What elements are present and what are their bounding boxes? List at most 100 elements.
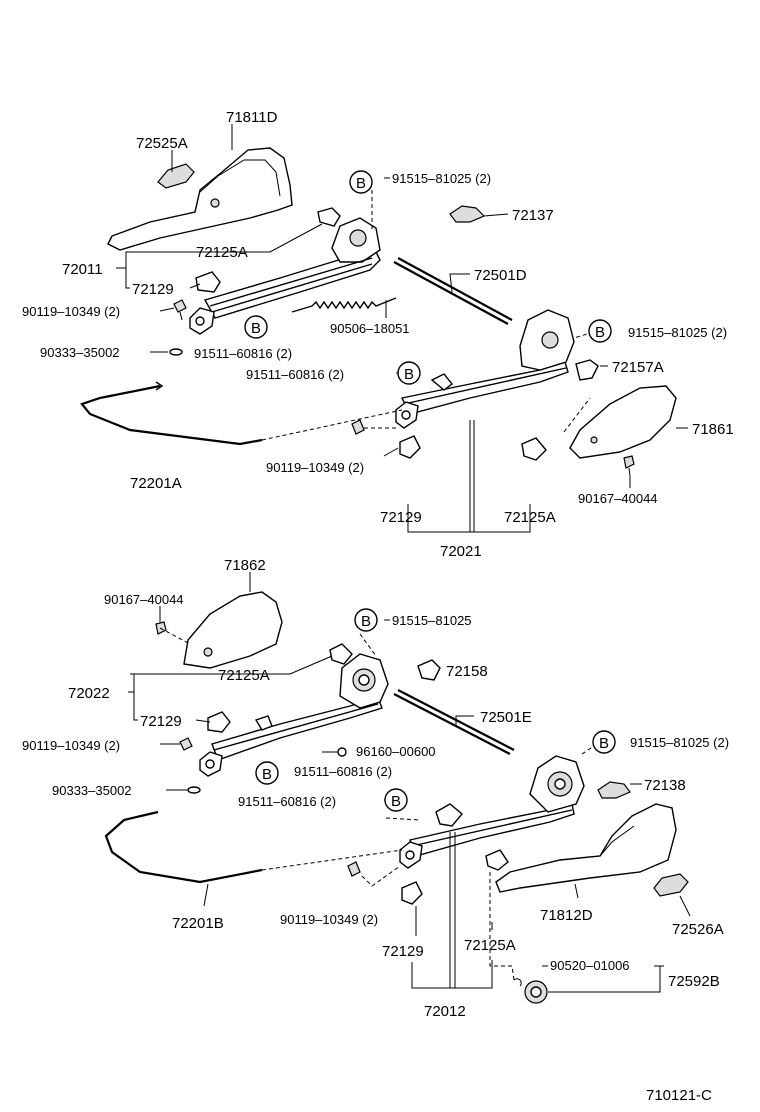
part-72201A-bar xyxy=(80,381,263,446)
label-72201B: 72201B xyxy=(172,915,224,932)
part-71862-cover xyxy=(183,591,283,669)
label-71811D: 71811D xyxy=(226,109,278,126)
part-72129-bracket-a xyxy=(195,271,221,293)
part-90506-spring xyxy=(291,297,397,313)
part-72137-lever xyxy=(449,205,509,223)
label-72125A-d: 72125A xyxy=(464,937,516,954)
svg-text:B: B xyxy=(599,735,609,752)
label-90119-10349-2-b: 90119–10349 (2) xyxy=(266,460,364,475)
label-72129-c: 72129 xyxy=(140,713,182,730)
label-91515-81025-a: 91515–81025 xyxy=(392,613,472,628)
callout-b-8: B xyxy=(384,788,408,812)
label-72501E: 72501E xyxy=(480,709,532,726)
label-72011: 72011 xyxy=(62,261,103,278)
part-72129-bracket-b xyxy=(399,435,421,459)
part-71812D-cover xyxy=(495,803,677,893)
label-90520-01006: 90520–01006 xyxy=(550,958,630,973)
part-72125A-bracket-d xyxy=(485,849,509,871)
label-71862: 71862 xyxy=(224,557,266,574)
svg-text:B: B xyxy=(404,366,414,383)
leader-lines-upper xyxy=(116,124,688,533)
label-91515-81025-2-c: 91515–81025 (2) xyxy=(630,735,729,750)
part-72021-track xyxy=(395,309,575,429)
part-72157A-clip xyxy=(575,359,599,381)
svg-text:B: B xyxy=(361,613,371,630)
label-90119-10349-2-c: 90119–10349 (2) xyxy=(22,738,120,753)
label-90333-35002-a: 90333–35002 xyxy=(40,345,120,360)
part-90167-screw-a xyxy=(623,455,635,477)
svg-text:B: B xyxy=(391,793,401,810)
label-72125A-b: 72125A xyxy=(504,509,556,526)
label-72201A: 72201A xyxy=(130,475,182,492)
part-90119-bolt-a xyxy=(173,299,187,321)
label-72501D: 72501D xyxy=(474,267,527,284)
label-91511-60816-2-b: 91511–60816 (2) xyxy=(246,367,344,382)
callout-b-3: B xyxy=(588,319,612,343)
callout-b-1: B xyxy=(349,170,373,194)
callout-b-2: B xyxy=(244,315,268,339)
callout-b-4: B xyxy=(397,361,421,385)
label-72592B: 72592B xyxy=(668,973,720,990)
label-72021: 72021 xyxy=(440,543,482,560)
part-72012-track xyxy=(399,755,585,869)
part-72129-bracket-d xyxy=(401,881,423,905)
label-72137: 72137 xyxy=(512,207,554,224)
label-90333-35002-b: 90333–35002 xyxy=(52,783,132,798)
label-72157A: 72157A xyxy=(612,359,664,376)
label-91511-60816-2-c: 91511–60816 (2) xyxy=(294,764,392,779)
label-72138: 72138 xyxy=(644,777,686,794)
guide-lines-lower xyxy=(159,627,595,981)
part-90119-bolt-d xyxy=(347,861,361,877)
label-90119-10349-2-d: 90119–10349 (2) xyxy=(280,912,378,927)
part-72501D-rod xyxy=(393,257,513,325)
part-71811D-cover xyxy=(107,147,293,251)
label-72525A: 72525A xyxy=(136,135,188,152)
part-72158-clip xyxy=(417,659,441,681)
svg-text:B: B xyxy=(356,175,366,192)
svg-text:B: B xyxy=(251,320,261,337)
callout-b-6: B xyxy=(592,730,616,754)
label-96160-00600: 96160–00600 xyxy=(356,744,436,759)
part-90333-washer-a xyxy=(169,348,183,356)
label-72012: 72012 xyxy=(424,1003,466,1020)
label-90167-40044-b: 90167–40044 xyxy=(104,592,184,607)
part-90119-bolt-c xyxy=(179,737,193,751)
svg-text:B: B xyxy=(595,324,605,341)
label-71812D: 71812D xyxy=(540,907,593,924)
callout-b-5: B xyxy=(354,608,378,632)
part-72526A-knob xyxy=(653,873,689,897)
label-91511-60816-2-d: 91511–60816 (2) xyxy=(238,794,336,809)
part-72129-bracket-c xyxy=(207,711,231,733)
part-96160-washer xyxy=(337,747,347,757)
guide-lines-upper xyxy=(261,190,601,441)
part-72138-lever xyxy=(597,781,631,799)
part-72011-track xyxy=(189,217,381,335)
label-72125A-a: 72125A xyxy=(196,244,248,261)
part-71861-cover xyxy=(569,385,677,459)
part-72125A-bracket-a xyxy=(317,207,341,227)
label-91511-60816-2-a: 91511–60816 (2) xyxy=(194,346,292,361)
part-90119-bolt-b xyxy=(351,419,365,435)
part-72201B-bar xyxy=(104,810,263,884)
label-72158: 72158 xyxy=(446,663,488,680)
label-91515-81025-2-b: 91515–81025 (2) xyxy=(628,325,727,340)
part-90333-washer-b xyxy=(187,786,201,794)
label-72129-d: 72129 xyxy=(382,943,424,960)
label-71861: 71861 xyxy=(692,421,734,438)
part-72022-track xyxy=(199,653,389,777)
label-72129-b: 72129 xyxy=(380,509,422,526)
label-90119-10349-2-a: 90119–10349 (2) xyxy=(22,304,120,319)
label-72526A: 72526A xyxy=(672,921,724,938)
label-91515-81025-2-a: 91515–81025 (2) xyxy=(392,171,491,186)
part-72525A-knob xyxy=(157,163,195,189)
callout-b-7: B xyxy=(255,761,279,785)
diagram-code: 710121-C xyxy=(646,1087,712,1104)
label-72129-a: 72129 xyxy=(132,281,174,298)
label-90167-40044-a: 90167–40044 xyxy=(578,491,658,506)
leader-lines-lower xyxy=(128,572,691,993)
label-72125A-c: 72125A xyxy=(218,667,270,684)
part-72125A-bracket-c xyxy=(329,643,353,665)
label-90506-18051: 90506–18051 xyxy=(330,321,410,336)
part-72125A-bracket-b xyxy=(521,437,547,461)
